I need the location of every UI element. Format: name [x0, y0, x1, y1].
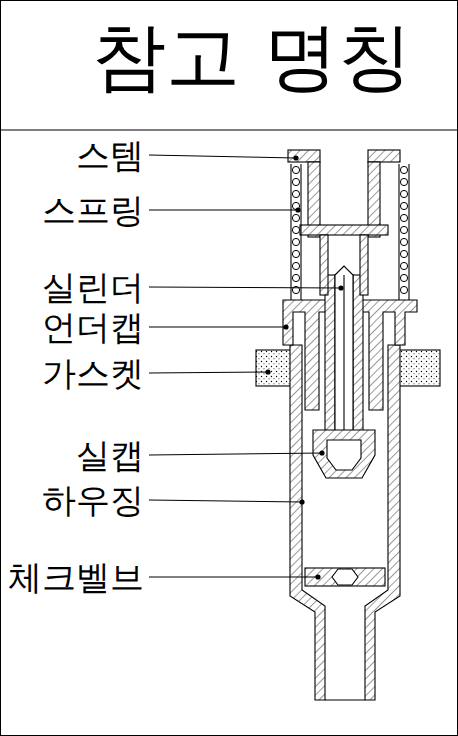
part-name: 실린더	[42, 270, 144, 304]
cylinder	[353, 275, 363, 440]
part-name: 가스켓	[42, 356, 144, 390]
cylinder-axis	[343, 275, 344, 440]
stem	[360, 235, 368, 295]
title: 참고 명칭	[92, 19, 412, 93]
leader-dot	[283, 324, 288, 329]
housing-outlet	[325, 699, 365, 700]
leader-dot	[295, 207, 300, 212]
spring-coil	[400, 190, 407, 197]
check-valve	[305, 568, 385, 586]
spring-coil	[400, 262, 407, 269]
assembly	[256, 150, 440, 700]
spring-coil	[292, 262, 299, 269]
part-name: 스템	[76, 138, 144, 172]
leader-dot	[315, 574, 320, 579]
check-valve-ball	[332, 569, 358, 585]
spring-coil	[400, 286, 407, 293]
leader-line	[149, 327, 286, 328]
spring-coil	[292, 214, 299, 221]
stem	[320, 235, 328, 295]
spring-coils	[292, 166, 407, 293]
spring-guide	[290, 164, 291, 300]
spring-coil	[400, 178, 407, 185]
leader-dot	[319, 450, 324, 455]
leader-line	[149, 453, 322, 455]
leader-line	[149, 577, 318, 578]
cylinder-core	[335, 266, 353, 440]
leader-line	[149, 500, 302, 502]
spring-coil	[292, 274, 299, 281]
spring-coil	[400, 202, 407, 209]
stem	[300, 225, 388, 235]
spring-coil	[400, 166, 407, 173]
spring-coil	[292, 190, 299, 197]
spring-coil	[292, 238, 299, 245]
spring-coil	[400, 274, 407, 281]
spring-coil	[292, 166, 299, 173]
leader-line	[149, 155, 296, 158]
part-name: 스프링	[42, 193, 144, 227]
spring-guide	[408, 164, 409, 300]
seal-cap	[313, 430, 375, 478]
spring-coil	[400, 214, 407, 221]
leader-dot	[265, 369, 270, 374]
stem	[288, 150, 320, 162]
spring-guide	[398, 164, 399, 300]
header-rule	[0, 129, 458, 130]
leader-dot	[293, 155, 298, 160]
part-name: 언더캡	[42, 310, 144, 344]
stem	[368, 150, 400, 162]
leader-line	[149, 210, 298, 211]
leader-line	[149, 287, 341, 288]
cylinder	[325, 275, 335, 440]
spring-coil	[292, 178, 299, 185]
part-name: 하우징	[42, 483, 144, 517]
leader-dot	[338, 285, 343, 290]
spring-coil	[400, 250, 407, 257]
leader-line	[149, 372, 268, 373]
spring-guide	[300, 164, 301, 300]
part-name: 실캡	[76, 438, 144, 472]
spring-coil	[400, 226, 407, 233]
spring-coil	[400, 238, 407, 245]
leader-dot	[299, 499, 304, 504]
part-name: 체크벨브	[8, 560, 144, 594]
spring-coil	[292, 226, 299, 233]
seal-cap-bore	[327, 440, 361, 470]
spring-coil	[292, 250, 299, 257]
